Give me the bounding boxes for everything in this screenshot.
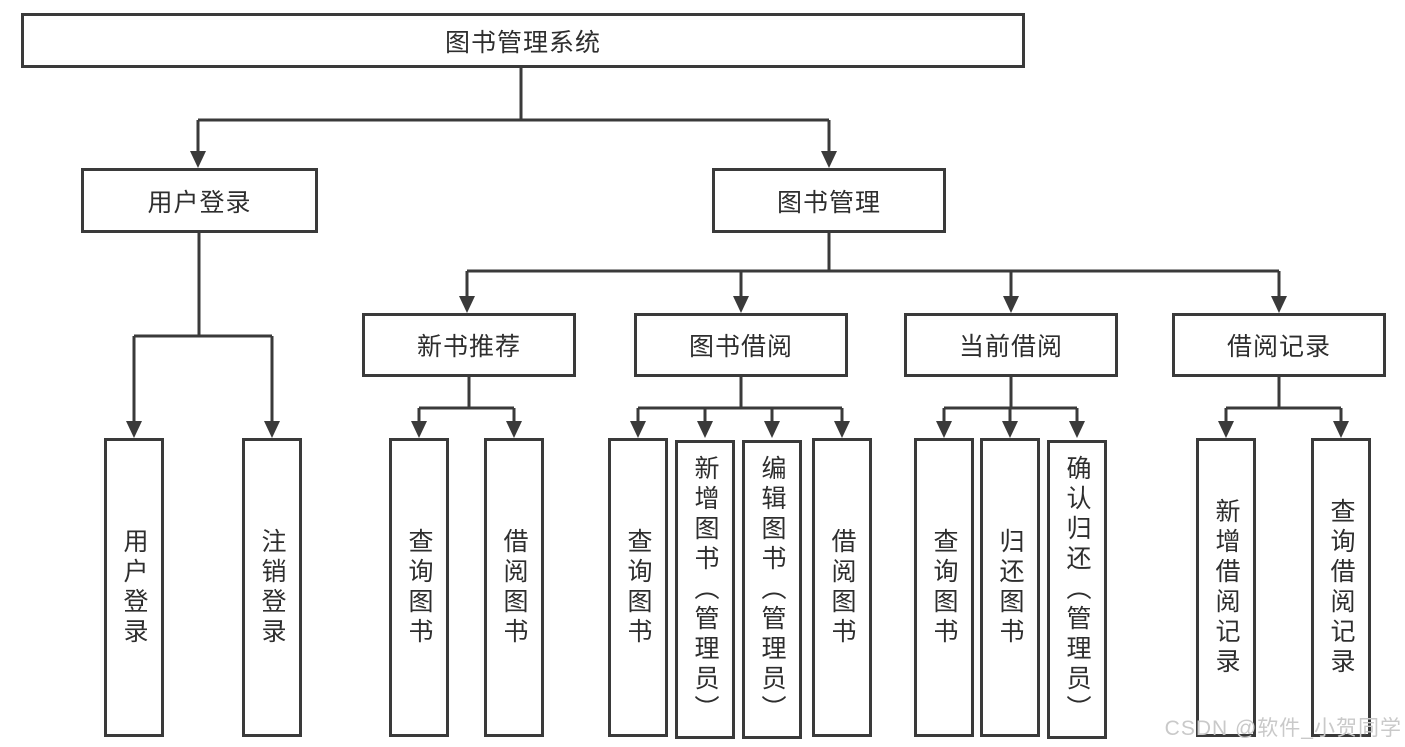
node-root: 图书管理系统 bbox=[21, 13, 1025, 68]
leaf-add-book-admin-label: 新增图书（管理员） bbox=[691, 454, 719, 725]
watermark: CSDN @软件_小贺同学 bbox=[1164, 717, 1402, 740]
leaf-query-books-current-label: 查询图书 bbox=[930, 527, 958, 648]
node-user-login-label: 用户登录 bbox=[147, 188, 252, 217]
leaf-query-books-recommend-label: 查询图书 bbox=[405, 527, 433, 648]
leaf-query-books-borrowing: 查询图书 bbox=[608, 438, 668, 737]
leaf-add-book-admin: 新增图书（管理员） bbox=[675, 440, 735, 739]
leaf-query-books-recommend: 查询图书 bbox=[389, 438, 449, 737]
leaf-user-login-label: 用户登录 bbox=[120, 527, 148, 648]
node-new-book-recommendation: 新书推荐 bbox=[362, 313, 576, 377]
leaf-query-borrow-record: 查询借阅记录 bbox=[1311, 438, 1371, 737]
node-new-book-recommendation-label: 新书推荐 bbox=[416, 333, 521, 361]
leaf-borrow-books-borrowing-label: 借阅图书 bbox=[828, 527, 856, 648]
node-book-management: 图书管理 bbox=[712, 168, 946, 233]
leaf-query-books-current: 查询图书 bbox=[914, 438, 974, 737]
leaf-edit-book-admin: 编辑图书（管理员） bbox=[742, 440, 802, 739]
node-book-management-label: 图书管理 bbox=[776, 188, 881, 217]
leaf-user-login: 用户登录 bbox=[104, 438, 164, 737]
leaf-confirm-return-admin: 确认归还（管理员） bbox=[1047, 440, 1107, 739]
node-user-login: 用户登录 bbox=[81, 168, 318, 233]
leaf-add-borrow-record-label: 新增借阅记录 bbox=[1212, 497, 1240, 678]
leaf-return-books: 归还图书 bbox=[980, 438, 1040, 737]
leaf-logout-label: 注销登录 bbox=[258, 527, 286, 648]
leaf-borrow-books-recommend: 借阅图书 bbox=[484, 438, 544, 737]
leaf-borrow-books-borrowing: 借阅图书 bbox=[812, 438, 872, 737]
node-book-borrowing-label: 图书借阅 bbox=[688, 333, 793, 361]
node-root-label: 图书管理系统 bbox=[444, 28, 601, 57]
leaf-return-books-label: 归还图书 bbox=[996, 527, 1024, 648]
leaf-logout: 注销登录 bbox=[242, 438, 302, 737]
leaf-edit-book-admin-label: 编辑图书（管理员） bbox=[758, 454, 786, 725]
leaf-query-books-borrowing-label: 查询图书 bbox=[624, 527, 652, 648]
leaf-add-borrow-record: 新增借阅记录 bbox=[1196, 438, 1256, 737]
node-current-borrowing-label: 当前借阅 bbox=[958, 333, 1063, 361]
node-current-borrowing: 当前借阅 bbox=[904, 313, 1118, 377]
leaf-query-borrow-record-label: 查询借阅记录 bbox=[1327, 497, 1355, 678]
leaf-borrow-books-recommend-label: 借阅图书 bbox=[500, 527, 528, 648]
node-book-borrowing: 图书借阅 bbox=[634, 313, 848, 377]
node-borrowing-records: 借阅记录 bbox=[1172, 313, 1386, 377]
node-borrowing-records-label: 借阅记录 bbox=[1226, 333, 1331, 361]
leaf-confirm-return-admin-label: 确认归还（管理员） bbox=[1063, 454, 1091, 725]
